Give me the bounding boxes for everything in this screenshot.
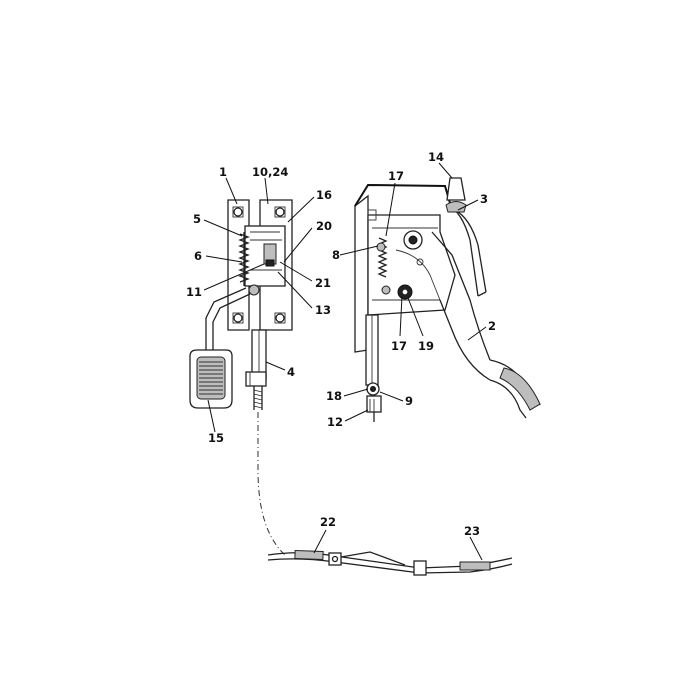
label-part-17-bottom: 17 <box>391 339 407 353</box>
pedal-foot-pad <box>499 367 541 411</box>
leader-17-top <box>385 182 396 237</box>
sheath-22 <box>294 549 324 561</box>
leader-15 <box>207 399 216 433</box>
rod-clevis <box>245 371 267 387</box>
lever-collar <box>445 201 467 213</box>
leader-17-bottom <box>399 295 403 337</box>
lever-knob <box>446 177 466 201</box>
pedal-pad <box>189 349 233 409</box>
bolt <box>233 207 243 217</box>
label-part-10-24: 10,24 <box>252 165 288 179</box>
bolt-head <box>232 206 244 218</box>
hand-lever-edge <box>454 209 487 293</box>
rod-eye-pin <box>370 386 376 392</box>
label-part-23: 23 <box>464 524 480 538</box>
left-bracket-assembly <box>189 199 293 410</box>
top-bracket-bar <box>354 183 453 211</box>
label-part-5: 5 <box>193 212 201 226</box>
label-part-4: 4 <box>287 365 295 379</box>
bolt-head <box>232 312 244 324</box>
cam-pin <box>416 258 424 266</box>
leader-lines <box>203 162 487 561</box>
bolt <box>275 313 285 323</box>
pivot-hub <box>408 235 418 245</box>
return-spring <box>238 232 250 286</box>
spring-upper-pin <box>376 242 386 252</box>
spring-lower-pin <box>381 285 391 295</box>
threads <box>253 389 263 409</box>
spring-anchor <box>248 284 260 296</box>
sheath-23 <box>459 561 491 571</box>
label-part-13: 13 <box>315 303 331 317</box>
label-part-21: 21 <box>315 276 331 290</box>
right-pedal-assembly <box>354 177 541 422</box>
leader-20 <box>283 227 313 263</box>
label-part-12: 12 <box>327 415 343 429</box>
cable-lower <box>267 558 513 574</box>
leader-10-24 <box>264 177 269 205</box>
label-part-17-top: 17 <box>388 169 404 183</box>
leader-13 <box>277 271 313 309</box>
label-part-1: 1 <box>219 165 227 179</box>
label-part-16: 16 <box>316 188 332 202</box>
leader-1 <box>225 177 238 205</box>
label-part-11: 11 <box>186 285 202 299</box>
label-part-3: 3 <box>480 192 488 206</box>
leader-21 <box>279 261 313 282</box>
label-part-20: 20 <box>316 219 332 233</box>
clamp-bolt <box>331 555 339 563</box>
roller-hub <box>401 288 409 296</box>
label-part-15: 15 <box>208 431 224 445</box>
label-part-6: 6 <box>194 249 202 263</box>
leader-2 <box>467 326 487 341</box>
leader-12 <box>344 409 369 422</box>
label-part-8: 8 <box>332 248 340 262</box>
pedal-lever-edge <box>212 293 251 352</box>
leader-14 <box>438 162 453 179</box>
leader-4 <box>265 361 286 371</box>
label-part-22: 22 <box>320 515 336 529</box>
part-labels: 1 10,24 16 5 20 6 21 11 13 4 15 14 3 17 … <box>186 150 496 538</box>
cable-assembly <box>267 549 513 576</box>
leader-19 <box>407 297 424 337</box>
bolt-head <box>274 206 286 218</box>
leader-6 <box>205 255 243 263</box>
bolt <box>275 207 285 217</box>
slider-pin <box>265 259 275 267</box>
label-part-9: 9 <box>405 394 413 408</box>
cable-centerline <box>257 412 286 556</box>
label-part-19: 19 <box>418 339 434 353</box>
label-part-14: 14 <box>428 150 444 164</box>
leader-11 <box>203 263 265 291</box>
bolt <box>233 313 243 323</box>
hand-lever-tip <box>477 291 487 297</box>
label-part-2: 2 <box>488 319 496 333</box>
spring-coil <box>238 233 250 283</box>
cable-upper <box>267 552 513 569</box>
leader-18 <box>343 388 369 397</box>
bolt-head <box>274 312 286 324</box>
cam-profile <box>395 249 441 301</box>
leader-8 <box>339 245 379 256</box>
cable-bracket <box>413 560 427 576</box>
cable-adjuster <box>340 551 406 566</box>
leader-3 <box>457 199 479 211</box>
leader-23 <box>469 536 483 561</box>
cable-clamp <box>328 552 342 566</box>
pedal-arm-upper <box>431 231 491 361</box>
leader-22 <box>313 529 327 554</box>
housing-tab <box>367 209 377 221</box>
pedal-arm-end-lower <box>489 379 527 419</box>
leader-16 <box>287 196 315 223</box>
pedal-arm-lower <box>439 299 491 381</box>
leader-9 <box>379 391 404 402</box>
label-part-18: 18 <box>326 389 342 403</box>
leader-5 <box>203 219 243 237</box>
pedal-lever <box>205 287 247 352</box>
